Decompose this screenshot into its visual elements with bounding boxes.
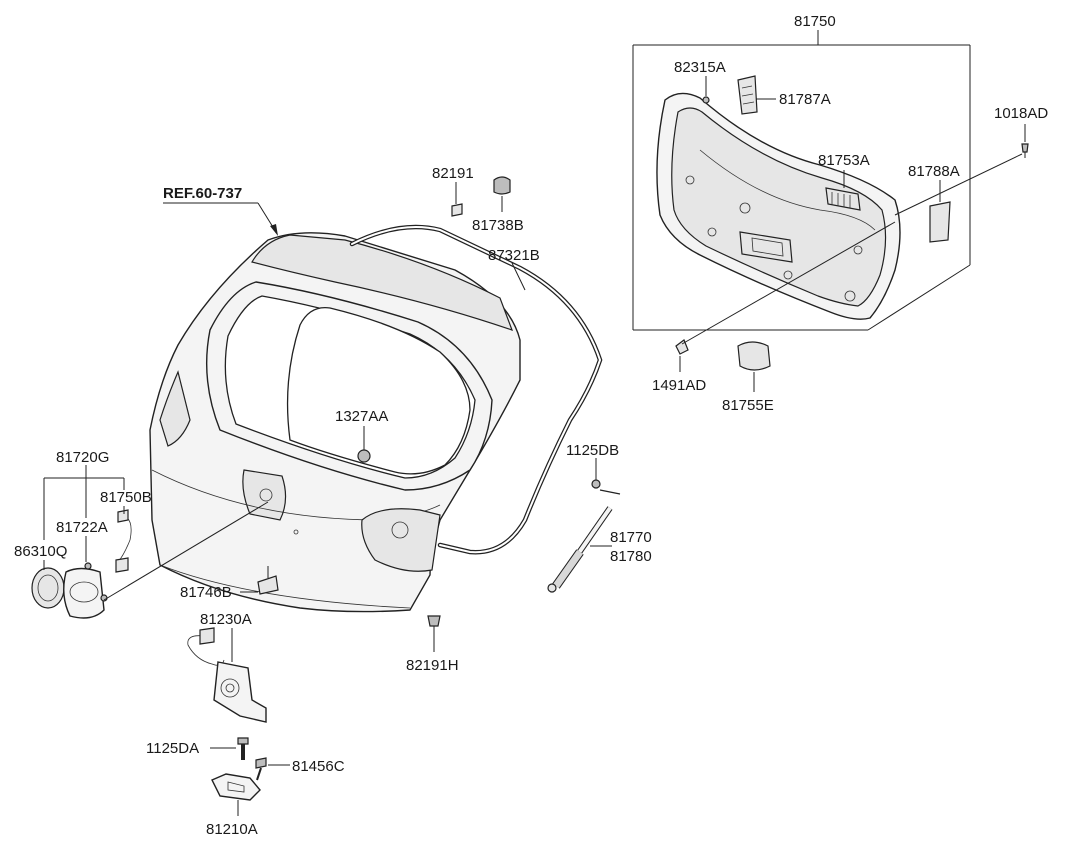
gas-strut bbox=[547, 479, 621, 593]
trim-pull-handle-81787A bbox=[737, 75, 758, 115]
bumper-stop-82191 bbox=[451, 203, 463, 217]
screw-81456C bbox=[255, 757, 267, 781]
trim-cover-81788A bbox=[929, 201, 951, 243]
label-81210A: 81210A bbox=[206, 821, 258, 838]
label-82191: 82191 bbox=[432, 165, 474, 182]
label-81722A: 81722A bbox=[56, 519, 108, 536]
cover-81755E bbox=[737, 341, 771, 371]
label-81738B: 81738B bbox=[472, 217, 524, 234]
striker-81210A bbox=[211, 773, 261, 801]
label-81750: 81750 bbox=[794, 13, 836, 30]
weatherstrip-seal bbox=[349, 224, 603, 555]
screw-82191H bbox=[427, 615, 441, 634]
bracket-81746B bbox=[257, 575, 279, 595]
tailgate-trim-panel bbox=[656, 92, 901, 320]
plug-1327AA bbox=[357, 449, 371, 463]
trim-assembly-box bbox=[632, 30, 971, 331]
label-81720G: 81720G bbox=[56, 449, 109, 466]
label-81755E: 81755E bbox=[722, 397, 774, 414]
wiring-81750B bbox=[84, 509, 132, 573]
screw-1018AD bbox=[1021, 143, 1029, 158]
label-86310Q: 86310Q bbox=[14, 543, 67, 560]
label-1125DB: 1125DB bbox=[566, 442, 619, 459]
label-1327AA: 1327AA bbox=[335, 408, 388, 425]
bolt-1125DA bbox=[237, 737, 249, 760]
label-81788A: 81788A bbox=[908, 163, 960, 180]
part-labels: REF.60-737 81750 82315A 81787A 1018AD 81… bbox=[14, 13, 1048, 838]
label-81770: 81770 bbox=[610, 529, 652, 546]
label-81456C: 81456C bbox=[292, 758, 345, 775]
label-1125DA: 1125DA bbox=[146, 740, 199, 757]
latch-81230A bbox=[187, 627, 267, 723]
label-81780: 81780 bbox=[610, 548, 652, 565]
leader-lines bbox=[43, 76, 1026, 816]
label-87321B: 87321B bbox=[488, 247, 540, 264]
label-81753A: 81753A bbox=[818, 152, 870, 169]
label-1491AD: 1491AD bbox=[652, 377, 706, 394]
emblem-86310Q bbox=[31, 567, 65, 609]
label-81787A: 81787A bbox=[779, 91, 831, 108]
label-81746B: 81746B bbox=[180, 584, 232, 601]
ref-label: REF.60-737 bbox=[163, 185, 242, 202]
trim-grille-81753A bbox=[825, 187, 861, 211]
handle-camera-81722A bbox=[63, 567, 108, 619]
label-81230A: 81230A bbox=[200, 611, 252, 628]
label-81750B: 81750B bbox=[100, 489, 152, 506]
label-82191H: 82191H bbox=[406, 657, 459, 674]
grommet-81738B bbox=[493, 176, 511, 195]
clip-1491AD bbox=[675, 339, 689, 355]
clip-82315A bbox=[702, 96, 710, 104]
label-82315A: 82315A bbox=[674, 59, 726, 76]
label-1018AD: 1018AD bbox=[994, 105, 1048, 122]
